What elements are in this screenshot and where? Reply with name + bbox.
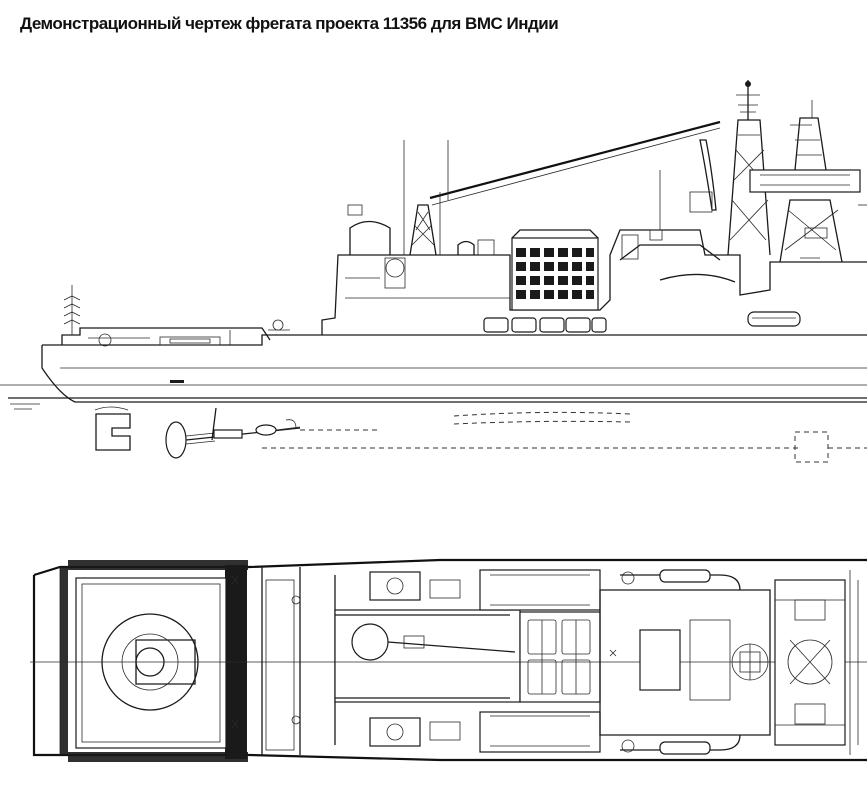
- vls-block: [511, 237, 599, 311]
- sonar-dome-outline: [453, 411, 631, 425]
- vls-top: [519, 611, 601, 703]
- boat: [747, 311, 801, 327]
- crane-boom: [429, 120, 721, 200]
- port-equipment: [369, 569, 601, 611]
- helipad: [75, 577, 227, 749]
- hangar-deck: [334, 609, 521, 703]
- plan-view: [30, 558, 867, 762]
- side-elevation: [0, 80, 867, 463]
- boat-port: [659, 569, 711, 583]
- starboard-equipment: [369, 711, 601, 753]
- bow-sonar: [794, 431, 829, 463]
- vls-cells: [516, 248, 594, 299]
- superstructure: [321, 229, 867, 335]
- rudder: [95, 413, 131, 451]
- main-mast: [727, 80, 771, 256]
- deck-boxes: [483, 317, 607, 333]
- radar-dome: [349, 220, 391, 255]
- hull: [41, 345, 867, 403]
- forward-radar-tower: [749, 100, 861, 263]
- aft-mast: [384, 140, 449, 289]
- mast-top-view: [731, 643, 769, 681]
- boat-starboard: [659, 741, 711, 755]
- propeller-shaft: [165, 407, 301, 459]
- drawing-title: Демонстрационный чертеж фрегата проекта …: [20, 14, 559, 33]
- forward-tower-top: [774, 579, 846, 746]
